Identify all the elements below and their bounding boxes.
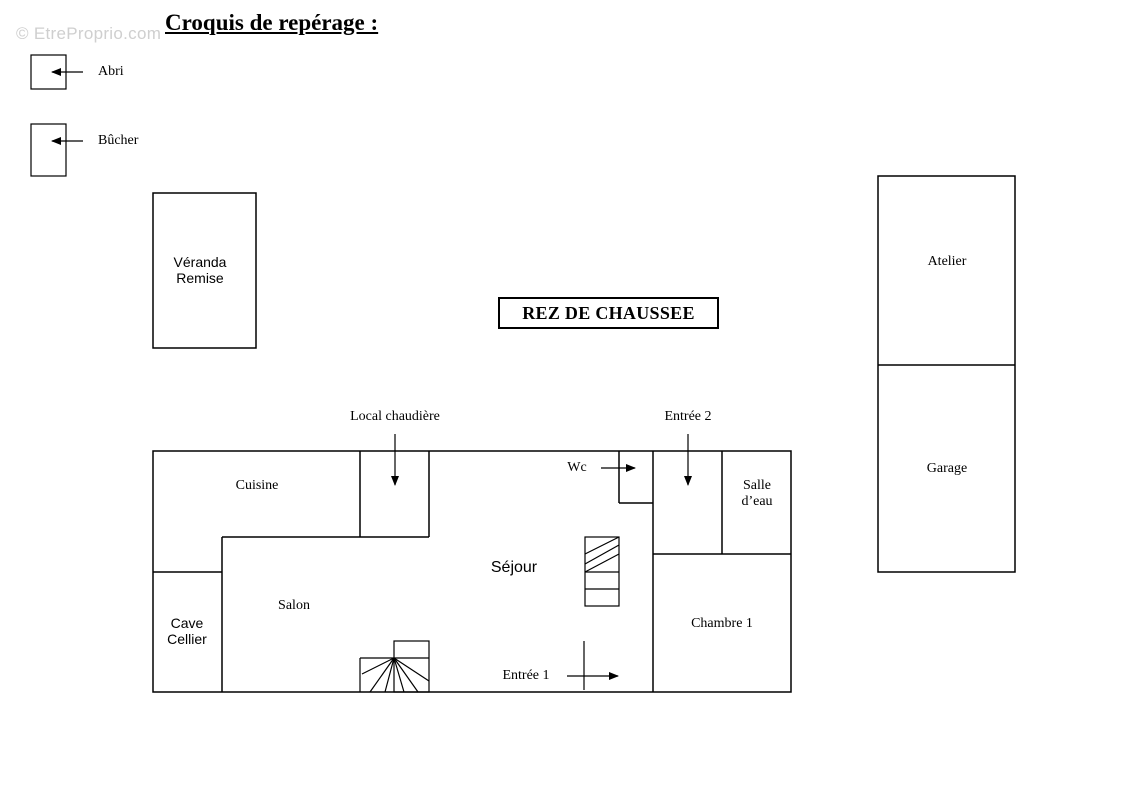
veranda-remise-outline [152,192,257,349]
cave-label-line2: Cellier [167,631,207,647]
entree1-label: Entrée 1 [502,668,550,683]
entree2-label: Entrée 2 [664,409,712,424]
garage-label: Garage [926,461,968,476]
house-plan [152,450,792,693]
abri-legend-symbol [30,54,83,90]
page-title: Croquis de repérage : [165,10,379,35]
salon-label: Salon [278,598,310,613]
sejour-label: Séjour [490,559,538,576]
veranda-label: Véranda Remise [174,254,227,286]
atelier-label: Atelier [927,254,967,269]
abri-label: Abri [98,64,124,79]
veranda-label-line2: Remise [176,270,224,286]
chambre1-label: Chambre 1 [691,616,753,631]
salle-deau-label-line2: d’eau [741,494,773,509]
staircase-sejour [584,536,620,607]
atelier-garage-outline [877,175,1016,573]
salle-deau-label-line1: Salle [743,478,771,493]
cave-label-line1: Cave [170,615,204,631]
watermark: © EtreProprio.com [16,24,162,43]
wc-label: Wc [567,460,587,475]
cave-cellier-label: Cave Cellier [167,615,207,647]
level-banner: REZ DE CHAUSSEE [498,297,719,329]
salle-deau-label: Salle d’eau [741,478,772,510]
staircase-salon [359,640,430,693]
cuisine-label: Cuisine [235,478,279,493]
veranda-label-line1: Véranda [173,254,227,270]
local-chaudiere-label: Local chaudière [350,409,440,424]
bucher-legend-symbol [30,123,83,177]
bucher-label: Bûcher [98,133,139,148]
